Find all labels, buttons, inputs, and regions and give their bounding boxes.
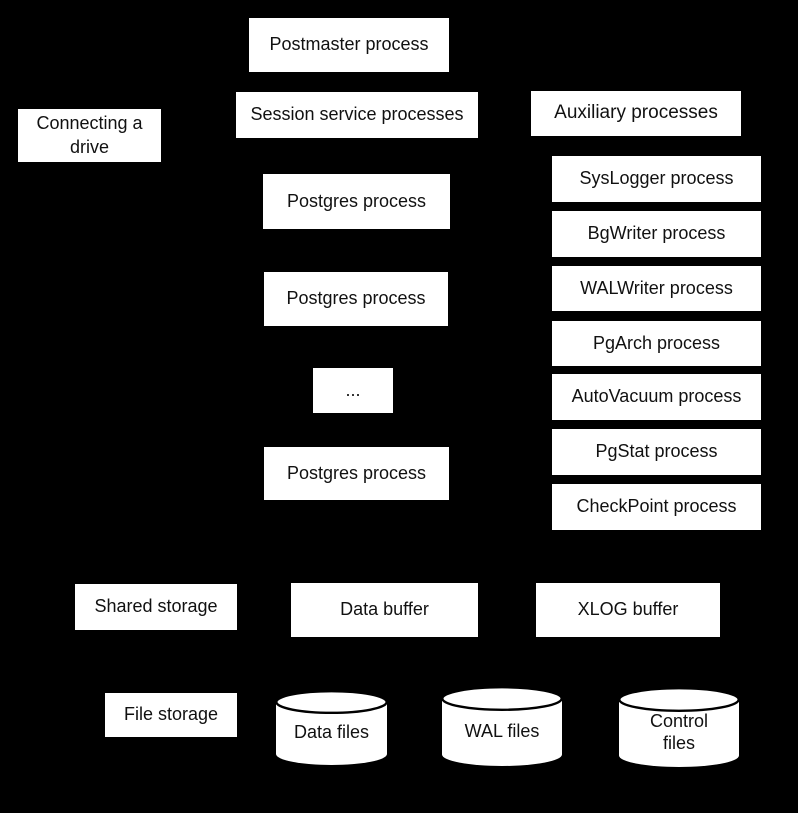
data-files-cylinder: Data files (275, 690, 388, 766)
xlog-buffer-node: XLOG buffer (536, 583, 720, 637)
control-files-cylinder: Control files (618, 687, 740, 768)
autovacuum-process-node: AutoVacuum process (552, 374, 761, 420)
postgres-process-node-3: Postgres process (264, 447, 449, 500)
postgres-process-node-2: Postgres process (264, 272, 448, 326)
wal-files-label: WAL files (464, 720, 540, 741)
walwriter-process-node: WALWriter process (552, 266, 761, 311)
connecting-a-drive-node: Connecting a drive (18, 109, 161, 162)
pgstat-process-node: PgStat process (552, 429, 761, 475)
pgarch-process-node: PgArch process (552, 321, 761, 366)
control-files-label: Control files (649, 710, 709, 753)
bgwriter-process-node: BgWriter process (552, 211, 761, 257)
cylinder-shape-icon (441, 686, 563, 766)
file-storage-node: File storage (105, 693, 237, 737)
postmaster-process-node: Postmaster process (249, 18, 449, 72)
data-files-label: Data files (293, 722, 370, 743)
ellipsis-node: ... (313, 368, 393, 413)
auxiliary-processes-node: Auxiliary processes (531, 91, 741, 136)
wal-files-cylinder: WAL files (441, 686, 563, 767)
session-service-processes-node: Session service processes (236, 92, 478, 138)
shared-storage-node: Shared storage (75, 584, 237, 630)
checkpoint-process-node: CheckPoint process (552, 484, 761, 530)
postgres-process-node-1: Postgres process (263, 174, 450, 229)
syslogger-process-node: SysLogger process (552, 156, 761, 202)
data-buffer-node: Data buffer (291, 583, 478, 637)
cylinder-shape-icon (275, 690, 388, 765)
cylinder-shape-icon (618, 687, 740, 767)
